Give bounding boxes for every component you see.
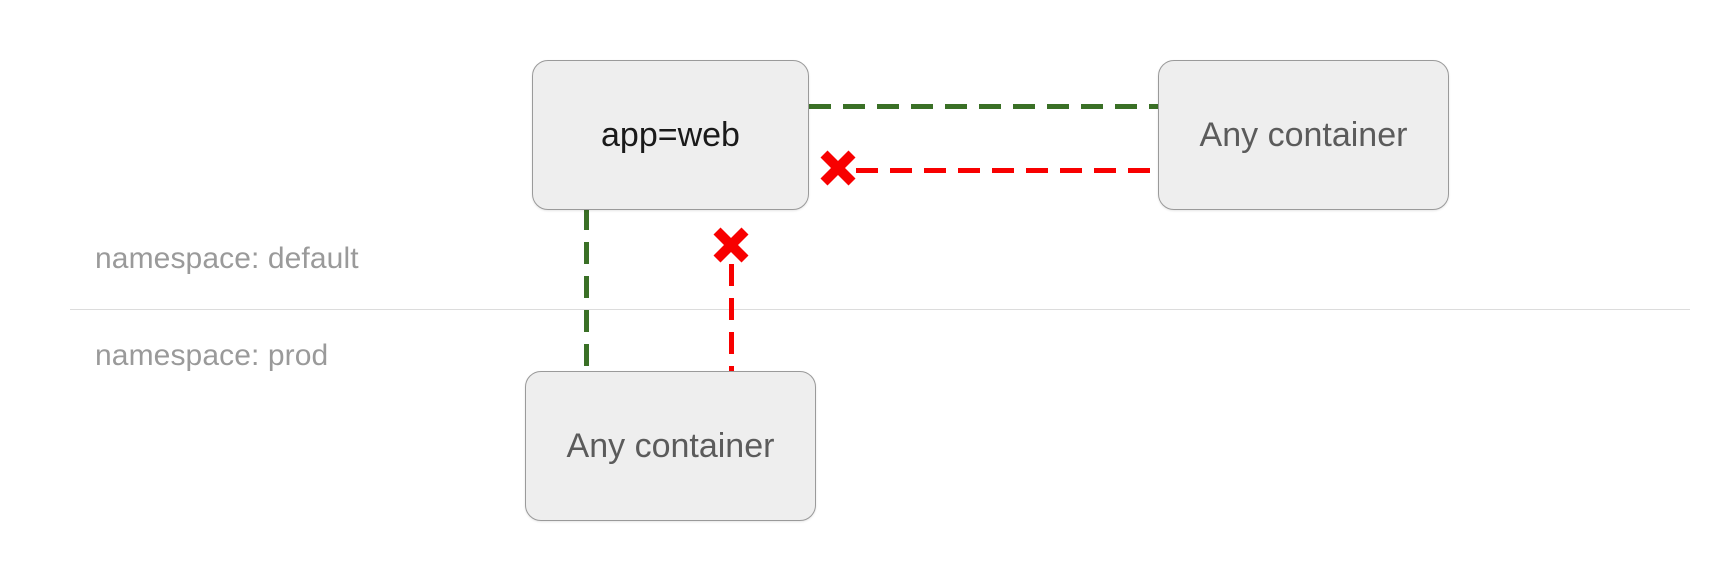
- edge-app-web-to-right-any-allow: [809, 104, 1159, 109]
- node-right-any-container-label: Any container: [1199, 116, 1408, 154]
- namespace-label-default: namespace: default: [95, 242, 359, 275]
- node-app-web-label: app=web: [601, 116, 740, 154]
- edge-app-web-to-right-any-deny: [856, 168, 1159, 173]
- namespace-divider: [70, 309, 1690, 310]
- node-bottom-any-container[interactable]: Any container: [525, 371, 816, 521]
- node-right-any-container[interactable]: Any container: [1158, 60, 1449, 210]
- node-bottom-any-container-label: Any container: [566, 427, 775, 465]
- edge-app-web-to-bottom-any-allow: [584, 208, 589, 374]
- cross-x-icon: [816, 146, 860, 190]
- edge-app-web-to-bottom-any-deny: [729, 264, 734, 374]
- namespace-label-prod: namespace: prod: [95, 339, 329, 372]
- node-app-web[interactable]: app=web: [532, 60, 809, 210]
- cross-x-icon: [709, 223, 753, 267]
